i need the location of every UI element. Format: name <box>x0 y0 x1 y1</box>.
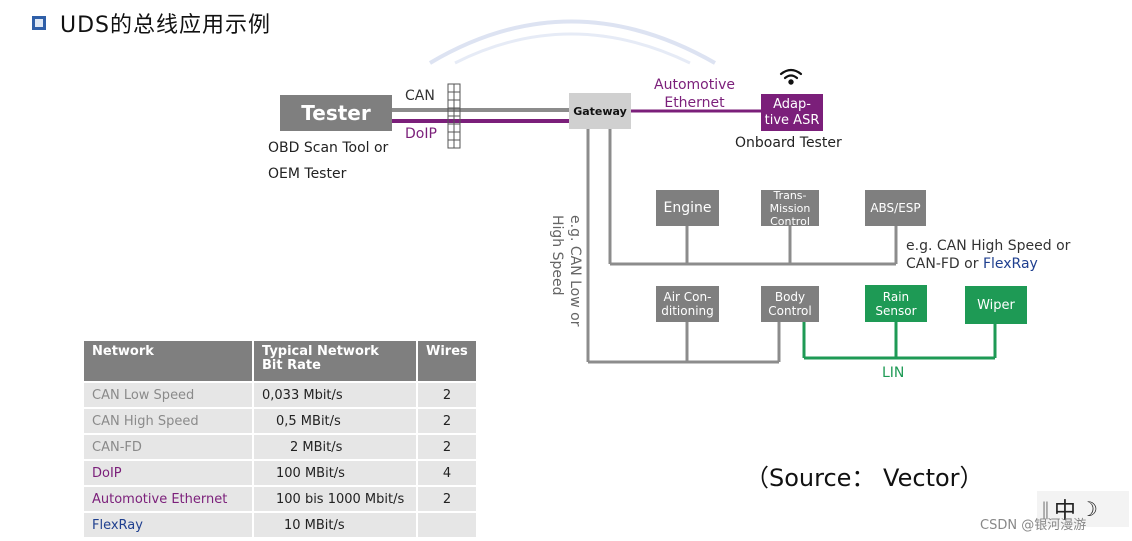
table-cell-network: DoIP <box>82 459 254 487</box>
transmission-ecu: Trans- Mission Control <box>761 188 819 228</box>
table-header-wires: Wires <box>416 339 478 383</box>
table-cell-rate: 100 bis 1000 Mbit/s <box>252 485 418 513</box>
title-text: UDS的总线应用示例 <box>60 13 272 38</box>
table-cell-rate: 10 MBit/s <box>252 511 418 539</box>
ethernet-label-line2: Ethernet <box>664 95 725 111</box>
tester-caption-1: OBD Scan Tool or <box>268 140 389 156</box>
ethernet-label-line1: Automotive <box>654 77 735 93</box>
wiper-ecu: Wiper <box>965 286 1027 324</box>
ime-toolbar[interactable]: ‖ 中 ☽ <box>1037 491 1129 527</box>
table-cell-network: Automotive Ethernet <box>82 485 254 513</box>
table-cell-wires: 2 <box>416 433 478 461</box>
flexray-label: FlexRay <box>982 256 1038 272</box>
table-header-bitrate: Typical Network Bit Rate <box>252 339 418 383</box>
aircon-line1: Air Con- <box>663 290 712 304</box>
vertical-label-line2: High Speed <box>549 215 565 296</box>
table-cell-rate: 100 MBit/s <box>252 459 418 487</box>
transmission-line2: Mission <box>769 201 811 215</box>
can-label: CAN <box>405 88 435 104</box>
table-header-network: Network <box>82 339 254 383</box>
gateway-box: Gateway <box>569 93 631 129</box>
table-cell-rate: 0,033 Mbit/s <box>252 381 418 409</box>
highspeed-label: e.g. CAN High Speed or CAN-FD or FlexRay <box>906 237 1070 273</box>
adaptive-asr-box: Adap- tive ASR <box>761 94 823 131</box>
table-cell-wires: 2 <box>416 485 478 513</box>
table-cell-network: CAN-FD <box>82 433 254 461</box>
rain-line2: Sensor <box>875 303 917 318</box>
table-row: DoIP 100 MBit/s 4 <box>82 459 478 487</box>
table-cell-wires: 2 <box>416 381 478 409</box>
network-table: Network Typical Network Bit Rate Wires C… <box>82 339 478 539</box>
aircon-ecu: Air Con- ditioning <box>656 286 719 322</box>
table-cell-rate: 0,5 MBit/s <box>252 407 418 435</box>
ime-mode-char[interactable]: 中 <box>1054 499 1077 524</box>
table-row: CAN Low Speed 0,033 Mbit/s 2 <box>82 381 478 409</box>
table-cell-rate: 2 MBit/s <box>252 433 418 461</box>
transmission-line1: Trans- <box>773 188 807 202</box>
highspeed-line2-prefix: CAN-FD or <box>906 256 983 272</box>
source-caption: （Source： Vector） <box>745 464 984 492</box>
slide-title: UDS的总线应用示例 <box>32 8 271 38</box>
rain-sensor-ecu: Rain Sensor <box>865 285 927 322</box>
body-line1: Body <box>774 290 806 304</box>
rain-line1: Rain <box>882 289 910 304</box>
table-cell-network: CAN Low Speed <box>82 381 254 409</box>
table-cell-network: FlexRay <box>82 511 254 539</box>
asr-line1: Adap- <box>773 96 811 112</box>
watermark: CSDN @银河漫游 <box>980 518 1087 533</box>
doip-label: DoIP <box>405 126 437 142</box>
wifi-icon <box>779 68 803 85</box>
table-cell-network: CAN High Speed <box>82 407 254 435</box>
table-row: Automotive Ethernet 100 bis 1000 Mbit/s … <box>82 485 478 513</box>
table-row: CAN High Speed 0,5 MBit/s 2 <box>82 407 478 435</box>
ime-drag-handle-icon[interactable]: ‖ <box>1041 498 1050 520</box>
engine-ecu: Engine <box>656 190 719 226</box>
onboard-tester-caption: Onboard Tester <box>735 135 842 151</box>
vertical-label-line1: e.g. CAN Low or <box>567 215 583 327</box>
tester-caption-2: OEM Tester <box>268 166 347 182</box>
highspeed-line1: e.g. CAN High Speed or <box>906 238 1071 254</box>
asr-line2: tive ASR <box>764 112 820 128</box>
ethernet-label: Automotive Ethernet <box>654 76 735 112</box>
table-cell-wires: 2 <box>416 407 478 435</box>
table-row: FlexRay 10 MBit/s <box>82 511 478 539</box>
tester-box: Tester <box>280 95 392 131</box>
table-cell-wires <box>416 511 478 539</box>
body-control-ecu: Body Control <box>761 286 819 322</box>
firewall-icon <box>447 83 461 149</box>
lin-label: LIN <box>882 365 905 381</box>
aircon-line2: ditioning <box>661 304 714 318</box>
table-row: CAN-FD 2 MBit/s 2 <box>82 433 478 461</box>
transmission-line3: Control <box>770 214 810 228</box>
can-low-vertical-label: e.g. CAN Low or High Speed <box>548 215 588 335</box>
moon-icon[interactable]: ☽ <box>1080 497 1098 521</box>
table-cell-wires: 4 <box>416 459 478 487</box>
abs-esp-ecu: ABS/ESP <box>865 190 926 226</box>
title-bullet-icon <box>32 16 46 30</box>
body-line2: Control <box>768 304 812 318</box>
